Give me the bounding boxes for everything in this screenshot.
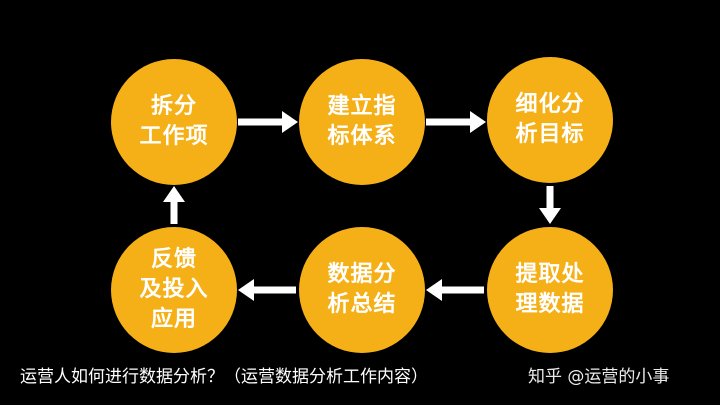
node-extract-process-data: 提取处 理数据: [487, 227, 613, 353]
node-build-metrics-system: 建立指 标体系: [299, 59, 425, 185]
watermark-text: 知乎 @运营的小事: [528, 367, 670, 387]
arrow-2-to-3: [426, 111, 486, 133]
arrow-6-to-1: [163, 186, 185, 224]
node-data-analysis-summary: 数据分 析总结: [299, 227, 425, 353]
arrow-1-to-2: [238, 111, 298, 133]
node-feedback-apply: 反馈 及投入 应用: [111, 227, 237, 353]
node-label: 提取处 理数据: [515, 262, 585, 317]
arrow-3-to-4: [539, 186, 561, 224]
node-refine-analysis-goals: 细化分 析目标: [487, 57, 613, 183]
node-label: 反馈 及投入 应用: [139, 247, 209, 332]
arrow-4-to-5: [426, 279, 484, 301]
node-split-work-items: 拆分 工作项: [111, 59, 237, 185]
caption-text: 运营人如何进行数据分析？（运营数据分析工作内容）: [20, 367, 428, 387]
arrow-5-to-6: [238, 279, 296, 301]
node-label: 细化分 析目标: [515, 92, 585, 147]
node-label: 建立指 标体系: [327, 94, 397, 149]
node-label: 拆分 工作项: [139, 94, 209, 149]
node-label: 数据分 析总结: [327, 262, 397, 317]
